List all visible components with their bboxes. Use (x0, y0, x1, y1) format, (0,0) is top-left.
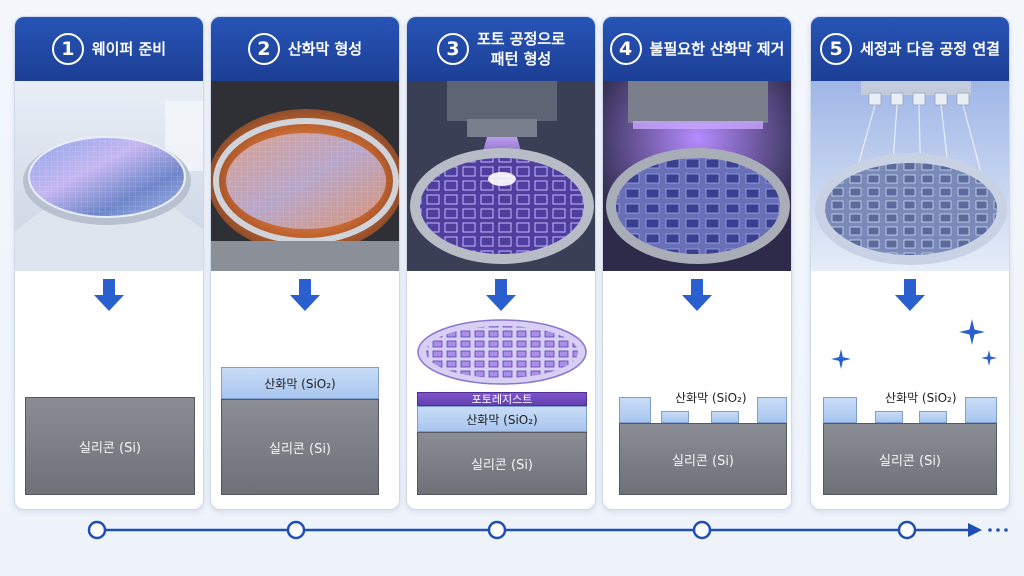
oxide-pillar-5c (919, 411, 947, 423)
step-title-5: 세정과 다음 공정 연결 (860, 40, 1000, 58)
step-header-4: 4 불필요한 산화막 제거 (603, 17, 791, 81)
step-number-3: 3 (436, 33, 469, 65)
step-card-5: 5 세정과 다음 공정 연결 (810, 16, 1010, 510)
photoresist-layer-3: 포토레지스트 (417, 392, 587, 406)
oxide-pillar-4c (711, 411, 739, 423)
down-arrow-icon (290, 279, 320, 311)
step-number-5: 5 (820, 33, 853, 65)
step-card-1: 1 웨이퍼 준비 (14, 16, 204, 510)
wafer-photo-5 (811, 81, 1009, 271)
patterned-wafer-illustration (417, 319, 587, 385)
timeline-arrow-icon (968, 523, 982, 537)
process-timeline (87, 520, 1008, 540)
step-header-2: 2 산화막 형성 (211, 17, 399, 81)
step-header-5: 5 세정과 다음 공정 연결 (811, 17, 1009, 81)
sparkle-icon (831, 349, 851, 369)
step-title-2: 산화막 형성 (287, 40, 363, 58)
timeline-node-icon (692, 520, 712, 540)
down-arrow-icon (682, 279, 712, 311)
wafer-photo-2 (211, 81, 399, 271)
oxide-layer-2: 산화막 (SiO₂) (221, 367, 379, 399)
silicon-layer-2: 실리콘 (Si) (221, 399, 379, 495)
timeline-node-icon (897, 520, 917, 540)
step-card-3: 3 포토 공정으로 패턴 형성 (406, 16, 596, 510)
oxide-pillar-5d (965, 397, 997, 423)
step-number-4: 4 (609, 33, 642, 65)
wafer-photo-1 (15, 81, 203, 271)
step-number-1: 1 (51, 33, 84, 65)
wafer-photo-4 (603, 81, 791, 271)
oxide-layer-3: 산화막 (SiO₂) (417, 406, 587, 432)
step-header-1: 1 웨이퍼 준비 (15, 17, 203, 81)
step-card-2: 2 산화막 형성 산 (210, 16, 400, 510)
sparkle-icon (959, 319, 985, 345)
silicon-layer-3: 실리콘 (Si) (417, 432, 587, 495)
silicon-layer-4: 실리콘 (Si) (619, 423, 787, 495)
step-title-3: 포토 공정으로 패턴 형성 (476, 30, 566, 68)
step-header-3: 3 포토 공정으로 패턴 형성 (407, 17, 595, 81)
down-arrow-icon (895, 279, 925, 311)
wafer-photo-3 (407, 81, 595, 271)
oxide-label-4: 산화막 (SiO₂) (675, 391, 747, 405)
step-card-4: 4 불필요한 산화막 제거 산화막 (SiO₂) 실리콘 (Si) (602, 16, 792, 510)
down-arrow-icon (486, 279, 516, 311)
oxide-pillar-5b (875, 411, 903, 423)
silicon-layer-5: 실리콘 (Si) (823, 423, 997, 495)
timeline-node-icon (286, 520, 306, 540)
oxide-pillar-5a (823, 397, 857, 423)
sparkle-icon (981, 350, 997, 366)
timeline-node-icon (87, 520, 107, 540)
step-title-4: 불필요한 산화막 제거 (649, 40, 785, 58)
oxide-pillar-4a (619, 397, 651, 423)
oxide-label-5: 산화막 (SiO₂) (885, 391, 957, 405)
oxide-pillar-4d (757, 397, 787, 423)
step-title-1: 웨이퍼 준비 (91, 40, 167, 58)
timeline-node-icon (487, 520, 507, 540)
oxide-pillar-4b (661, 411, 689, 423)
step-number-2: 2 (247, 33, 280, 65)
down-arrow-icon (94, 279, 124, 311)
silicon-layer-1: 실리콘 (Si) (25, 397, 195, 495)
